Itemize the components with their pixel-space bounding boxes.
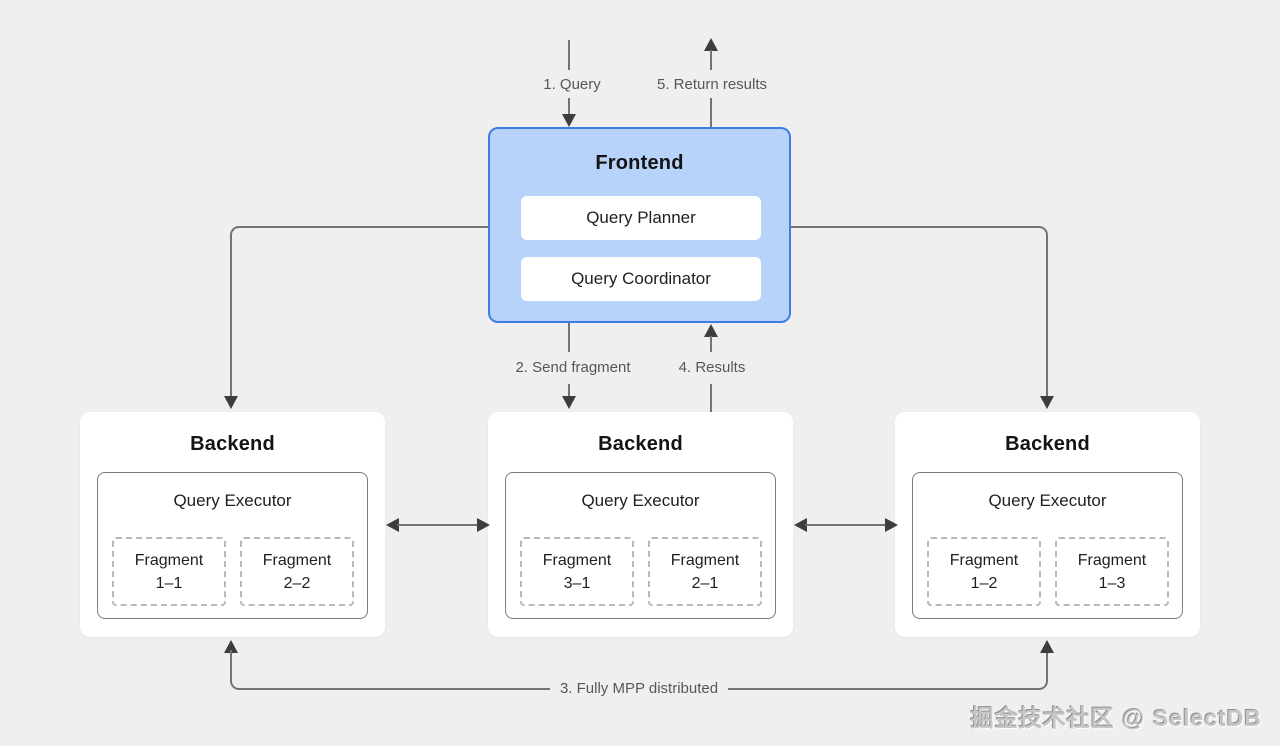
backend-box-center: Backend Query Executor Fragment 3–1 Frag…	[488, 412, 793, 637]
backend-title: Backend	[1005, 433, 1090, 455]
label-step1-query: 1. Query	[543, 76, 601, 93]
fragment-id: 1–2	[970, 574, 998, 592]
fragment-box: Fragment 1–1	[112, 537, 226, 606]
fragment-label: Fragment	[949, 551, 1019, 569]
query-executor-title: Query Executor	[173, 491, 292, 510]
fragment-box: Fragment 2–1	[648, 537, 762, 606]
frontend-to-right-backend-connector	[790, 226, 1048, 396]
query-executor-box: Query Executor Fragment 1–2 Fragment 1–3	[912, 472, 1183, 619]
frontend-box: Frontend Query Planner Query Coordinator	[488, 127, 791, 323]
fragment-label: Fragment	[542, 551, 612, 569]
fragment-box: Fragment 3–1	[520, 537, 634, 606]
frontend-to-left-backend-connector	[230, 226, 488, 396]
frontend-title: Frontend	[595, 152, 684, 174]
arrowhead-up-icon	[704, 38, 718, 51]
query-executor-box: Query Executor Fragment 1–1 Fragment 2–2	[97, 472, 368, 619]
query-executor-title: Query Executor	[581, 491, 700, 510]
fragment-id: 1–1	[155, 574, 183, 592]
fragment-label: Fragment	[1077, 551, 1147, 569]
arrowhead-up-icon	[224, 640, 238, 653]
mpp-connector-left	[230, 650, 550, 690]
return-arrow-upper-line	[710, 50, 712, 70]
arrowhead-down-icon	[1040, 396, 1054, 409]
label-step4-results: 4. Results	[678, 359, 746, 376]
fragment-box: Fragment 2–2	[240, 537, 354, 606]
fragment-id: 2–1	[691, 574, 719, 592]
arrowhead-left-icon	[794, 518, 807, 532]
watermark-text: 掘金技术社区 @ SelectDB	[970, 705, 1262, 731]
fragment-id: 2–2	[283, 574, 311, 592]
arrowhead-down-icon	[562, 114, 576, 127]
fragment-box: Fragment 1–2	[927, 537, 1041, 606]
fragment-id: 3–1	[563, 574, 591, 592]
return-arrow-lower-line	[710, 98, 712, 127]
fragment-id: 1–3	[1098, 574, 1126, 592]
label-step3-mpp: 3. Fully MPP distributed	[559, 680, 719, 697]
arrowhead-up-icon	[704, 324, 718, 337]
backend-box-right: Backend Query Executor Fragment 1–2 Frag…	[895, 412, 1200, 637]
label-step2-send-fragment: 2. Send fragment	[515, 359, 631, 376]
send-fragment-upper-line	[568, 323, 570, 352]
arrowhead-down-icon	[224, 396, 238, 409]
query-coordinator-box: Query Coordinator	[521, 257, 761, 301]
query-arrow-lower-line	[568, 98, 570, 115]
backend-title: Backend	[598, 433, 683, 455]
fragment-box: Fragment 1–3	[1055, 537, 1169, 606]
fragment-label: Fragment	[262, 551, 332, 569]
send-fragment-lower-line	[568, 384, 570, 397]
results-upper-line	[710, 336, 712, 352]
arrowhead-left-icon	[386, 518, 399, 532]
backend-title: Backend	[190, 433, 275, 455]
arrowhead-right-icon	[885, 518, 898, 532]
arrowhead-down-icon	[562, 396, 576, 409]
arrowhead-right-icon	[477, 518, 490, 532]
results-lower-line	[710, 384, 712, 412]
label-step5-return-results: 5. Return results	[656, 76, 768, 93]
fragment-label: Fragment	[670, 551, 740, 569]
query-executor-box: Query Executor Fragment 3–1 Fragment 2–1	[505, 472, 776, 619]
arrowhead-up-icon	[1040, 640, 1054, 653]
query-planner-box: Query Planner	[521, 196, 761, 240]
backend-box-left: Backend Query Executor Fragment 1–1 Frag…	[80, 412, 385, 637]
fragment-label: Fragment	[134, 551, 204, 569]
query-arrow-upper-line	[568, 40, 570, 70]
mpp-connector-right	[728, 650, 1048, 690]
query-executor-title: Query Executor	[988, 491, 1107, 510]
